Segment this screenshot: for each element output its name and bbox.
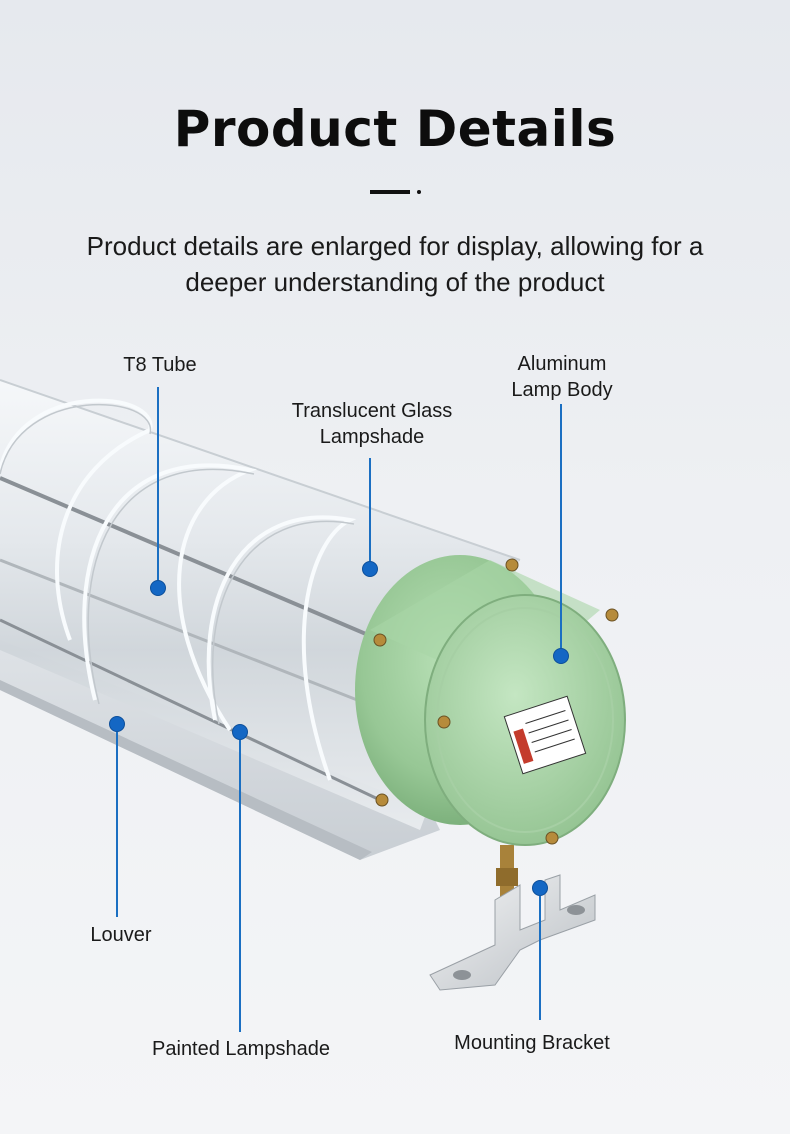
hotspot-mounting-bracket[interactable] [532,880,548,896]
louver-edge [0,680,372,860]
hotspot-aluminum-body[interactable] [553,648,569,664]
label-t8-tube: T8 Tube [123,354,197,376]
guard-ring-3 [206,515,357,781]
label-aluminum-line-2: Lamp Body [511,379,613,401]
page-subtitle: Product details are enlarged for display… [30,228,760,300]
label-translucent-glass-line-2: Lampshade [319,426,425,448]
leader-line-louver [116,732,118,917]
tube-edge-top [0,379,521,561]
leader-line-aluminum-body [560,404,562,648]
subtitle-line-1: Product details are enlarged for display… [86,231,704,261]
title-divider-dot [417,190,421,194]
leader-line-painted-lampshade [239,740,241,1032]
hotspot-translucent-glass[interactable] [362,561,378,577]
hotspot-painted-lampshade[interactable] [232,724,248,740]
guard-ring-2 [82,463,258,732]
label-translucent-glass-lampshade: Translucent Glass Lampshade [277,398,467,450]
leader-line-t8-tube [157,387,159,580]
hotspot-louver[interactable] [109,716,125,732]
label-mounting-bracket: Mounting Bracket [454,1032,610,1054]
mounting-bracket-shape [429,874,596,991]
label-aluminum-line-1: Aluminum [517,353,607,375]
leader-line-translucent-glass [369,458,371,561]
title-divider [370,190,410,194]
label-translucent-glass-line-1: Translucent Glass [291,400,453,422]
subtitle-line-2: deeper understanding of the product [185,267,605,297]
page-title: Product Details [173,100,617,158]
label-aluminum-lamp-body: Aluminum Lamp Body [497,351,627,403]
label-louver: Louver [90,924,152,946]
tube-rod-low [0,618,381,802]
leader-line-mounting-bracket [539,896,541,1020]
tube-rod-top [0,476,381,642]
hotspot-t8-tube[interactable] [150,580,166,596]
label-painted-lampshade: Painted Lampshade [152,1038,330,1060]
